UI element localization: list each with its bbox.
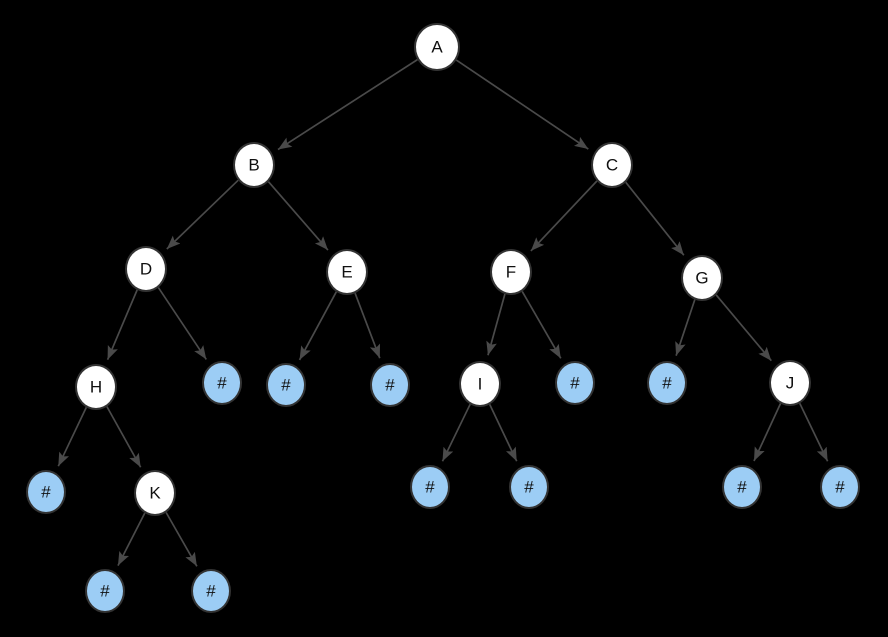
tree-node-null[interactable]: #: [722, 465, 762, 509]
tree-node-i[interactable]: I: [459, 361, 501, 407]
node-label: #: [100, 581, 110, 600]
node-label: #: [217, 373, 227, 392]
tree-node-a[interactable]: A: [414, 23, 460, 71]
tree-node-null[interactable]: #: [647, 361, 687, 405]
tree-node-g[interactable]: G: [681, 255, 723, 301]
tree-node-null[interactable]: #: [202, 361, 242, 405]
tree-node-null[interactable]: #: [370, 363, 410, 407]
tree-node-f[interactable]: F: [490, 249, 532, 295]
tree-node-j[interactable]: J: [769, 360, 811, 406]
node-label: #: [524, 477, 534, 496]
tree-node-h[interactable]: H: [75, 364, 117, 410]
tree-edge-h-to-n6: [57, 407, 88, 467]
node-label: #: [206, 581, 216, 600]
tree-edge-h-to-k: [106, 406, 142, 468]
node-label: #: [662, 373, 672, 392]
node-label: H: [89, 377, 103, 396]
tree-edge-d-to-h: [106, 289, 138, 361]
tree-edge-b-to-d: [166, 179, 239, 250]
tree-edge-j-to-n9: [753, 403, 782, 462]
tree-edge-f-to-i: [486, 293, 506, 356]
tree-node-null[interactable]: #: [26, 470, 66, 514]
tree-node-c[interactable]: C: [591, 142, 633, 188]
node-label: C: [605, 155, 619, 174]
tree-node-null[interactable]: #: [555, 361, 595, 405]
node-label: B: [248, 155, 260, 174]
tree-edge-c-to-g: [625, 181, 685, 256]
node-label: I: [477, 374, 483, 393]
tree-node-null[interactable]: #: [191, 569, 231, 613]
tree-node-null[interactable]: #: [85, 569, 125, 613]
tree-edge-g-to-j: [715, 294, 772, 362]
tree-edge-a-to-b: [277, 58, 418, 151]
node-label: #: [281, 375, 291, 394]
tree-edge-b-to-e: [267, 181, 329, 251]
tree-node-null[interactable]: #: [410, 465, 450, 509]
tree-edge-c-to-f: [530, 180, 598, 252]
node-label: #: [41, 482, 51, 501]
tree-node-null[interactable]: #: [509, 465, 549, 509]
tree-edge-i-to-n8: [488, 404, 518, 462]
tree-edge-e-to-n3: [354, 292, 381, 359]
tree-node-null[interactable]: #: [266, 363, 306, 407]
node-label: #: [737, 477, 747, 496]
tree-edge-j-to-n10: [799, 402, 829, 462]
tree-node-b[interactable]: B: [233, 142, 275, 188]
node-label: G: [695, 268, 709, 287]
tree-edge-k-to-n11: [117, 512, 146, 566]
node-label: D: [139, 259, 153, 278]
tree-edge-f-to-n4: [521, 291, 562, 359]
node-label: #: [425, 477, 435, 496]
node-label: #: [385, 375, 395, 394]
tree-node-null[interactable]: #: [820, 465, 860, 509]
tree-node-e[interactable]: E: [326, 249, 368, 295]
node-label: A: [431, 37, 443, 56]
tree-node-d[interactable]: D: [125, 246, 167, 292]
tree-edge-a-to-c: [455, 59, 589, 150]
tree-edge-e-to-n2: [298, 291, 338, 361]
tree-edges: [57, 58, 829, 567]
tree-edge-d-to-n1: [157, 287, 207, 360]
tree-edge-i-to-n7: [441, 403, 471, 462]
node-label: #: [570, 373, 580, 392]
tree-edge-g-to-n5: [675, 299, 696, 356]
node-label: #: [835, 477, 845, 496]
node-label: J: [785, 373, 795, 392]
tree-node-k[interactable]: K: [134, 470, 176, 516]
tree-edge-k-to-n12: [165, 512, 198, 567]
node-label: K: [149, 483, 161, 502]
node-label: E: [341, 262, 353, 281]
node-label: F: [505, 262, 517, 281]
